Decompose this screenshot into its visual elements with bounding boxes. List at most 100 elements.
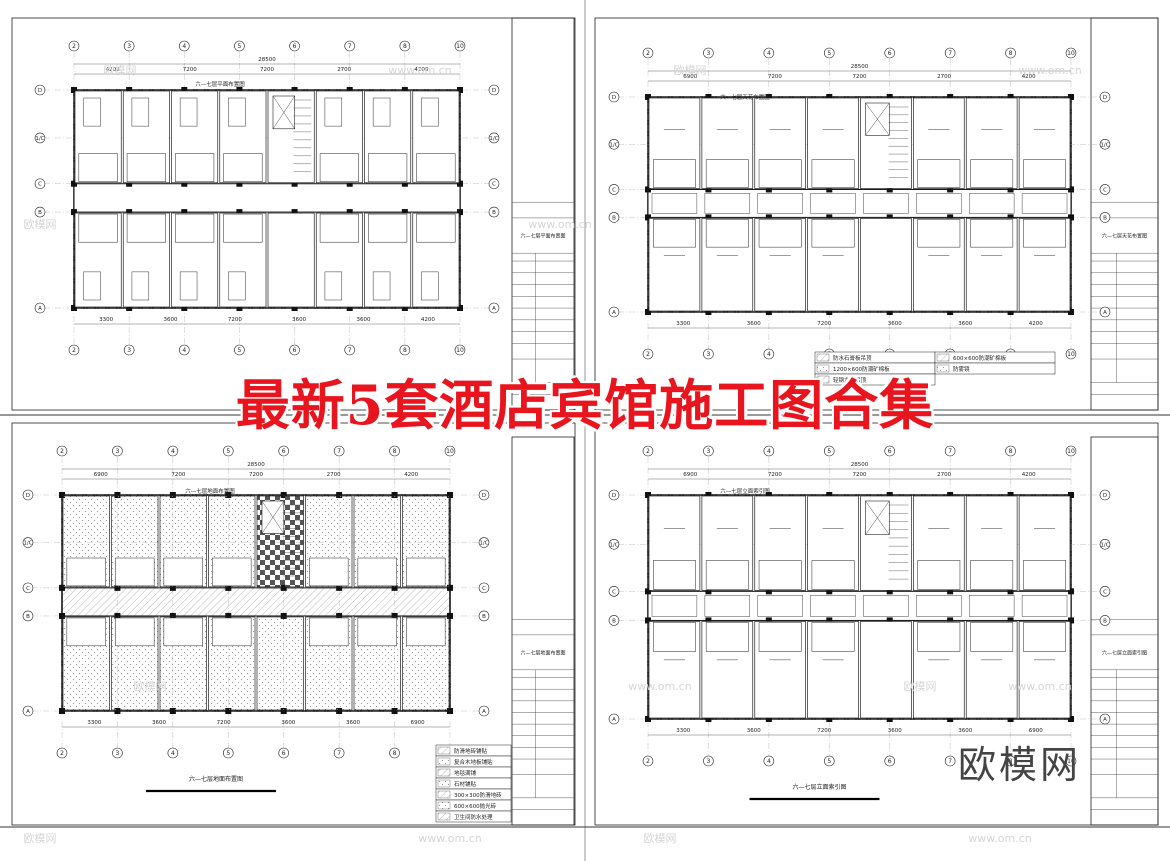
axis-bubble-left (608, 586, 620, 597)
bed (421, 271, 439, 301)
axis-bubble-left (22, 489, 34, 501)
structural-column (947, 214, 954, 221)
floor-plan: 2233445566778810102850069007200720027004… (22, 445, 490, 759)
axis-label-top: 2 (60, 448, 64, 455)
axis-label-top: 6 (293, 43, 297, 50)
bathroom (758, 219, 802, 248)
structural-column (645, 716, 651, 722)
axis-label-bottom: 2 (646, 758, 650, 765)
structural-column (886, 186, 893, 193)
legend-row (934, 362, 1056, 375)
legend-row (814, 373, 936, 386)
legend-label: 卫生间防水处理 (454, 813, 493, 821)
legend-label: 1200×600防潮矿棉板 (833, 365, 890, 373)
axis-label-top: 6 (888, 448, 892, 455)
structural-column (336, 492, 343, 498)
structural-column (59, 612, 65, 619)
structural-column (181, 305, 188, 311)
axis-label-right: A (1103, 310, 1107, 316)
axis-label-left: B (612, 618, 616, 624)
dimension-top: 2700 (937, 74, 951, 80)
structural-column (1007, 94, 1014, 100)
axis-bubble-left (22, 537, 34, 548)
axis-bubble-right (488, 178, 500, 190)
axis-bubble-right (478, 489, 490, 501)
corridor-ceiling-panel (863, 193, 909, 214)
axis-bubble-bottom (884, 755, 896, 767)
title-block-frame (511, 436, 575, 826)
bed (179, 271, 198, 301)
axis-label-bottom: 3 (127, 347, 131, 354)
axis-bubble-top (944, 47, 956, 59)
legend-swatch (816, 353, 830, 362)
axis-bubble-top (167, 445, 179, 457)
axis-label-top: 8 (393, 448, 397, 455)
structural-column (705, 716, 712, 722)
dimension-top: 4200 (414, 67, 428, 73)
structural-column (765, 186, 772, 193)
corridor (647, 188, 1072, 218)
bathroom (319, 213, 359, 243)
structural-column (114, 612, 121, 619)
structural-column (59, 492, 65, 498)
axis-label-top: 6 (888, 50, 892, 57)
structural-column (645, 309, 651, 315)
dimension-top: 6900 (683, 472, 697, 478)
axis-label-bottom: 7 (348, 347, 352, 354)
structural-column (126, 209, 133, 216)
bed (228, 271, 246, 301)
bathroom (212, 557, 252, 587)
bed (372, 271, 391, 301)
axis-bubble-top (1005, 47, 1016, 59)
bathroom (1023, 560, 1066, 590)
axis-bubble-bottom (123, 344, 135, 356)
axis-bubble-left (608, 184, 620, 195)
axis-label-right: B (492, 210, 496, 216)
axis-bubble-top (1065, 445, 1077, 457)
structural-column (765, 309, 772, 315)
axis-label-bottom: 6 (293, 347, 297, 354)
structural-column (645, 94, 651, 100)
watermark: www.om.cn (628, 680, 691, 693)
dimension-top: 7200 (171, 472, 185, 478)
bathroom (406, 617, 446, 647)
bathroom (811, 560, 855, 590)
bathroom (175, 153, 215, 182)
axis-bubble-bottom (333, 747, 345, 759)
axis-label-right: C (492, 182, 496, 188)
bathroom (758, 159, 802, 188)
axis-bubble-right (1099, 538, 1111, 550)
axis-bubble-left (34, 132, 46, 144)
title-block-frame (1090, 436, 1159, 826)
guest-room (256, 616, 304, 711)
bathroom (917, 560, 961, 590)
axis-label-top: 5 (226, 448, 230, 455)
structural-column (336, 708, 343, 714)
structural-column (126, 305, 133, 311)
watermark: 欧模网 (904, 680, 937, 693)
axis-bubble-bottom (344, 344, 356, 356)
axis-label-top: 3 (127, 43, 131, 50)
axis-bubble-right (1099, 139, 1111, 150)
corridor-ceiling-panel (916, 595, 962, 617)
bed (421, 97, 439, 127)
title-block-frame (1090, 17, 1159, 411)
axis-bubble-bottom (944, 755, 956, 767)
axis-bubble-top (289, 40, 300, 52)
dimension-bottom: 3600 (888, 321, 902, 327)
dimension-bottom: 7200 (217, 720, 231, 726)
legend-table: 防水石膏板吊顶1200×600防潮矿棉板600×600防潮矿棉板防雾镜轻钢龙骨吊… (814, 351, 1056, 386)
dimension-bottom: 3300 (99, 317, 113, 323)
dimension-bottom: 6900 (411, 720, 425, 726)
axis-bubble-left (34, 206, 46, 218)
structural-column (169, 612, 176, 619)
axis-bubble-top (823, 445, 835, 457)
axis-bubble-top (884, 445, 896, 457)
axis-label-top: 7 (948, 50, 952, 57)
structural-column (765, 588, 772, 595)
axis-label-right: 1/C (479, 541, 488, 547)
axis-bubble-bottom (222, 747, 234, 759)
title-block-drawing-name: 六—七层平面布置图 (520, 233, 565, 240)
axis-label-bottom: 10 (456, 347, 464, 354)
structural-column (947, 309, 954, 315)
